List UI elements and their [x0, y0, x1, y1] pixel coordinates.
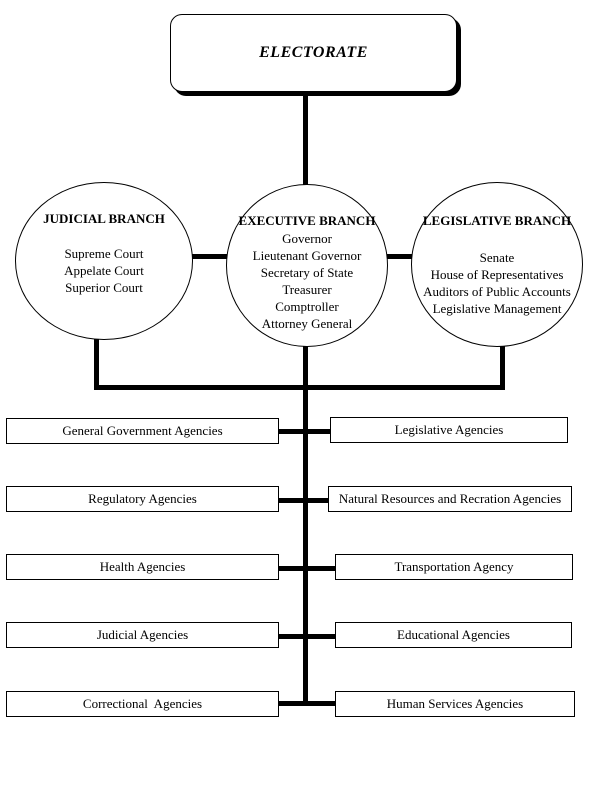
agency-box-legislative: Legislative Agencies	[330, 417, 568, 443]
executive-branch-circle: EXECUTIVE BRANCH Governor Lieutenant Gov…	[226, 184, 388, 347]
member-line: Treasurer	[282, 282, 332, 297]
judicial-branch-circle: JUDICIAL BRANCH Supreme Court Appelate C…	[15, 182, 193, 340]
agency-box-judicial: Judicial Agencies	[6, 622, 279, 648]
agency-box-regulatory: Regulatory Agencies	[6, 486, 279, 512]
member-line: House of Representatives	[430, 267, 564, 282]
agency-box-general-government: General Government Agencies	[6, 418, 279, 444]
agency-label: Judicial Agencies	[96, 627, 189, 642]
connector-legislative-drop	[500, 344, 505, 388]
connector-central-spine	[303, 345, 308, 706]
connector-row-4	[277, 634, 336, 639]
agency-label: Educational Agencies	[397, 627, 510, 642]
member-line: Appelate Court	[64, 263, 144, 278]
member-line: Secretary of State	[260, 265, 354, 280]
agency-box-correctional: Correctional Agencies	[6, 691, 279, 717]
member-line: Lieutenant Governor	[252, 248, 362, 263]
member-line: Superior Court	[65, 280, 143, 295]
agency-label: Transportation Agency	[394, 559, 514, 574]
member-line: Attorney General	[261, 316, 353, 331]
agency-label: Natural Resources and Recration Agencies	[338, 491, 562, 506]
executive-branch-members: Governor Lieutenant Governor Secretary o…	[253, 230, 362, 332]
connector-row-1	[277, 429, 336, 434]
member-line: Legislative Management	[432, 301, 562, 316]
agency-label: Correctional Agencies	[82, 696, 203, 711]
agency-label: Health Agencies	[99, 559, 186, 574]
legislative-branch-circle: LEGISLATIVE BRANCH Senate House of Repre…	[411, 182, 583, 347]
member-line: Governor	[282, 231, 332, 246]
connector-row-2	[277, 498, 336, 503]
agency-label: General Government Agencies	[62, 423, 223, 438]
agency-box-educational: Educational Agencies	[335, 622, 572, 648]
connector-electorate-to-executive	[303, 92, 308, 186]
connector-executive-to-legislative	[385, 254, 413, 259]
connector-row-3	[277, 566, 336, 571]
member-line: Comptroller	[275, 299, 339, 314]
electorate-node: ELECTORATE	[170, 14, 457, 92]
agency-label: Human Services Agencies	[386, 696, 524, 711]
executive-branch-title: EXECUTIVE BRANCH	[238, 213, 376, 228]
legislative-branch-members: Senate House of Representatives Auditors…	[423, 249, 571, 317]
judicial-branch-members: Supreme Court Appelate Court Superior Co…	[64, 245, 144, 296]
connector-branch-collector	[94, 385, 505, 390]
connector-judicial-drop	[94, 339, 99, 388]
agency-box-transportation: Transportation Agency	[335, 554, 573, 580]
agency-label: Legislative Agencies	[394, 422, 504, 437]
member-line: Supreme Court	[64, 246, 144, 261]
agency-label: Regulatory Agencies	[88, 491, 197, 506]
member-line: Auditors of Public Accounts	[423, 284, 571, 299]
agency-box-human-services: Human Services Agencies	[335, 691, 575, 717]
connector-judicial-to-executive	[190, 254, 228, 259]
legislative-branch-title: LEGISLATIVE BRANCH	[422, 213, 572, 228]
judicial-branch-title: JUDICIAL BRANCH	[43, 211, 165, 226]
connector-row-5	[277, 701, 336, 706]
agency-box-natural-resources: Natural Resources and Recration Agencies	[328, 486, 572, 512]
agency-box-health: Health Agencies	[6, 554, 279, 580]
member-line: Senate	[479, 250, 515, 265]
electorate-label: ELECTORATE	[259, 44, 368, 61]
